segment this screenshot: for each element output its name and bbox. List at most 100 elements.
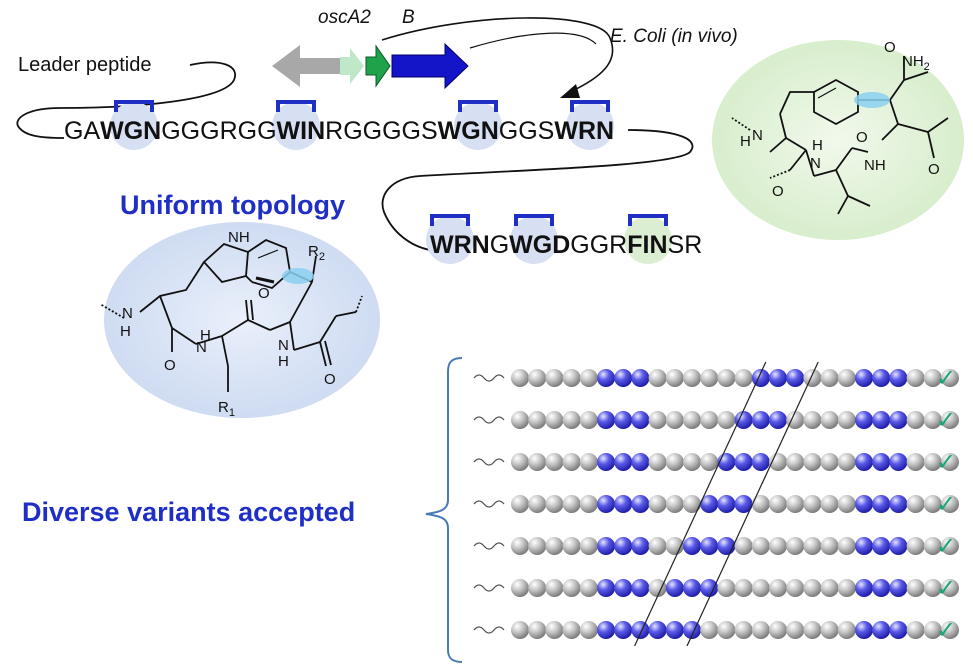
bead-gray bbox=[941, 579, 959, 597]
bead-gray bbox=[751, 537, 770, 555]
crosslink-highlight-left bbox=[282, 268, 314, 284]
bead-blue bbox=[855, 453, 873, 471]
sequence-segment: GGS bbox=[499, 117, 555, 145]
variants-brace bbox=[425, 357, 463, 663]
bead-gray bbox=[820, 411, 839, 429]
variant-leader-tail bbox=[473, 374, 505, 382]
bead-gray bbox=[528, 411, 547, 429]
expression-arrow bbox=[381, 17, 614, 93]
sequence-line-2: WRNGWGDGGRFINSR bbox=[430, 231, 702, 259]
leader-peptide-chain bbox=[16, 61, 237, 139]
bead-blue bbox=[786, 369, 805, 387]
bead-gray bbox=[511, 537, 529, 555]
bead-gray bbox=[906, 453, 925, 471]
bead-gray bbox=[786, 411, 805, 429]
svg-text:N: N bbox=[752, 127, 763, 144]
bead-gray bbox=[923, 537, 942, 555]
motif-highlights-line2 bbox=[426, 216, 672, 264]
bead-gray bbox=[579, 411, 598, 429]
shift-guide-line bbox=[634, 361, 767, 647]
variant-row: ✓ bbox=[473, 575, 959, 602]
bead-gray bbox=[648, 369, 667, 387]
bead-gray bbox=[648, 495, 667, 513]
expression-arrow-back bbox=[469, 32, 597, 49]
bead-gray bbox=[941, 411, 959, 429]
sequence-segment: FIN bbox=[627, 231, 667, 259]
bead-blue bbox=[614, 411, 633, 429]
sequence-segment: WGN bbox=[100, 117, 161, 145]
bead-blue bbox=[597, 369, 615, 387]
bead-blue bbox=[751, 453, 770, 471]
bead-blue bbox=[665, 621, 684, 639]
bead-gray bbox=[528, 495, 547, 513]
checkmark-icon: ✓ bbox=[936, 575, 956, 602]
sequence-segment: WRN bbox=[430, 231, 490, 259]
variant-row: ✓ bbox=[473, 365, 959, 392]
bead-gray bbox=[786, 621, 805, 639]
bead-gray bbox=[545, 369, 564, 387]
bead-blue bbox=[751, 411, 770, 429]
bead-blue bbox=[700, 537, 719, 555]
sequence-segment: GGGRGG bbox=[161, 117, 276, 145]
bead-gray bbox=[923, 621, 942, 639]
expression-arrowhead bbox=[560, 84, 580, 98]
bead-gray bbox=[545, 579, 564, 597]
svg-text:N: N bbox=[122, 305, 133, 322]
bead-gray bbox=[803, 495, 822, 513]
checkmark-icon: ✓ bbox=[936, 533, 956, 560]
bead-gray bbox=[803, 369, 822, 387]
svg-text:O: O bbox=[772, 183, 784, 200]
bead-gray bbox=[906, 537, 925, 555]
svg-text:H: H bbox=[740, 133, 751, 150]
bead-blue bbox=[631, 621, 650, 639]
bead-blue bbox=[614, 621, 633, 639]
sequence-connector bbox=[381, 129, 694, 251]
bead-gray bbox=[786, 453, 805, 471]
bead-blue bbox=[872, 621, 891, 639]
motif-circle-1 bbox=[110, 102, 158, 150]
bead-gray bbox=[545, 411, 564, 429]
bead-gray bbox=[511, 411, 529, 429]
bead-blue bbox=[631, 369, 650, 387]
variant-row: ✓ bbox=[473, 617, 959, 644]
sequence-segment: WRN bbox=[554, 117, 614, 145]
variant-leader-tail bbox=[473, 626, 505, 634]
bead-gray bbox=[906, 621, 925, 639]
bead-blue bbox=[614, 537, 633, 555]
variant-leader-tail bbox=[473, 542, 505, 550]
motif-circle-3 bbox=[454, 102, 502, 150]
bead-blue bbox=[855, 369, 873, 387]
bead-blue bbox=[597, 453, 615, 471]
checkmark-icon: ✓ bbox=[936, 365, 956, 392]
bead-blue bbox=[855, 411, 873, 429]
bead-gray bbox=[803, 411, 822, 429]
bead-blue bbox=[597, 579, 615, 597]
bead-gray bbox=[717, 579, 736, 597]
bead-gray bbox=[923, 579, 942, 597]
svg-text:O: O bbox=[856, 129, 868, 146]
bead-gray bbox=[837, 453, 856, 471]
svg-text:R1: R1 bbox=[218, 399, 235, 419]
bead-gray bbox=[941, 621, 959, 639]
bead-gray bbox=[648, 411, 667, 429]
bead-gray bbox=[941, 495, 959, 513]
bead-gray bbox=[769, 537, 787, 555]
uniform-topology-label: Uniform topology bbox=[120, 190, 345, 220]
bead-blue bbox=[597, 411, 615, 429]
variant-leader-tail bbox=[473, 584, 505, 592]
bead-gray bbox=[700, 369, 719, 387]
sequence-line-1: GAWGNGGGRGGWINRGGGGSWGNGGSWRN bbox=[64, 117, 614, 145]
motif-brackets-line1 bbox=[114, 100, 610, 112]
bead-blue bbox=[597, 495, 615, 513]
bead-blue bbox=[683, 579, 701, 597]
bead-blue bbox=[597, 537, 615, 555]
bead-gray bbox=[941, 453, 959, 471]
bead-gray bbox=[923, 453, 942, 471]
bead-gray bbox=[751, 495, 770, 513]
bead-gray bbox=[941, 369, 959, 387]
bead-blue bbox=[855, 621, 873, 639]
variant-leader-tail bbox=[473, 500, 505, 508]
bead-gray bbox=[803, 453, 822, 471]
bead-gray bbox=[665, 453, 684, 471]
bead-gray bbox=[923, 495, 942, 513]
